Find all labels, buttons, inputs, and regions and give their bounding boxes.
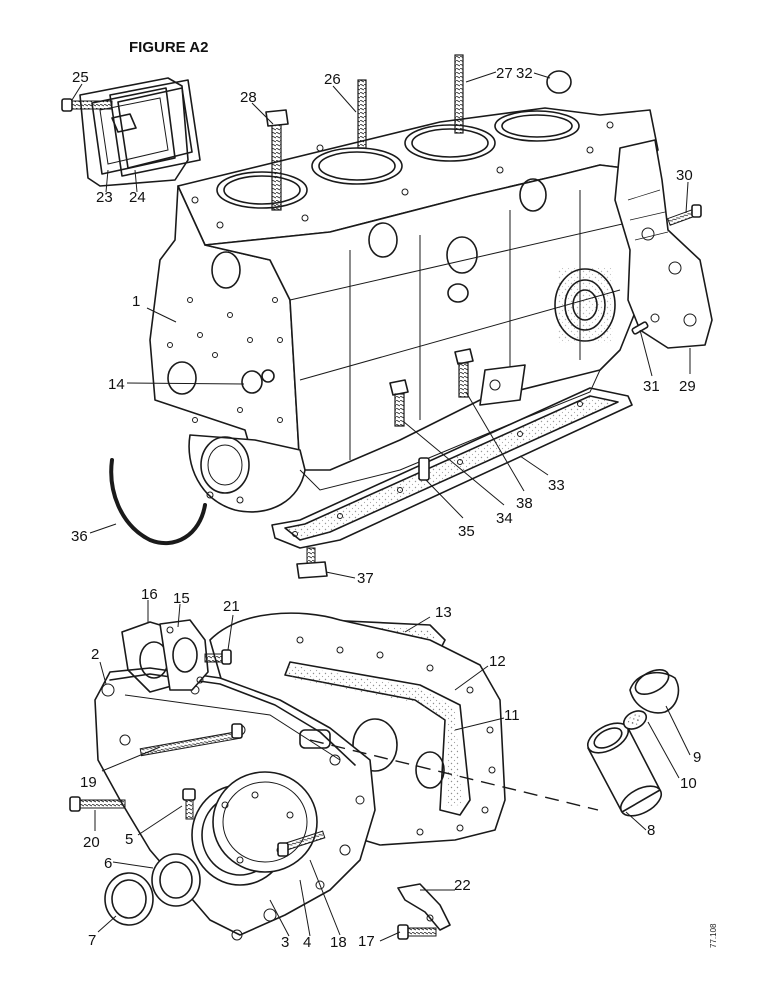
callout-12: 12 [489, 653, 506, 670]
rear-seal-strip [109, 458, 207, 546]
callout-20: 20 [83, 834, 100, 851]
bracket-bolt [397, 924, 437, 940]
drawing-reference: 77.108 [709, 923, 718, 948]
callout-38: 38 [516, 495, 533, 512]
callout-37: 37 [357, 570, 374, 587]
sump-gasket [271, 387, 633, 549]
callout-17: 17 [358, 933, 375, 950]
callout-32: 32 [516, 65, 533, 82]
callout-36: 36 [71, 528, 88, 545]
tappet-cover-gasket [109, 79, 201, 177]
assembly-axis [309, 739, 599, 811]
head-stud-rear [454, 54, 464, 134]
flange-plate [159, 619, 209, 691]
callout-2: 2 [91, 646, 99, 663]
callout-10: 10 [680, 775, 697, 792]
figure-title: FIGURE A2 [129, 39, 208, 56]
callout-labels: 25 23 24 28 26 27 32 30 1 14 31 29 33 34… [71, 65, 701, 951]
leader-lines [71, 71, 691, 942]
callout-18: 18 [330, 934, 347, 951]
callout-6: 6 [104, 855, 112, 872]
flange-bolt [204, 649, 232, 665]
tappet-cover-bolt [61, 98, 113, 112]
filler-cap [629, 668, 680, 714]
callout-13: 13 [435, 604, 452, 621]
callout-22: 22 [454, 877, 471, 894]
callout-14: 14 [108, 376, 125, 393]
callout-19: 19 [80, 774, 97, 791]
callout-7: 7 [88, 932, 96, 949]
callout-16: 16 [141, 586, 158, 603]
callout-11: 11 [504, 707, 520, 724]
main-bearing-bolt-rear [454, 348, 474, 398]
seal-retainer-ring [104, 872, 154, 926]
timing-pointer-bracket [397, 883, 451, 931]
callout-15: 15 [173, 590, 190, 607]
callout-34: 34 [496, 510, 513, 527]
filler-filter [622, 710, 648, 730]
callout-27: 27 [496, 65, 513, 82]
oil-filler-tube [586, 722, 663, 817]
callout-29: 29 [679, 378, 696, 395]
callout-33: 33 [548, 477, 565, 494]
cover-bolt [182, 788, 196, 820]
dowel-pin [631, 321, 649, 335]
long-cover-bolt [139, 723, 243, 757]
callout-26: 26 [324, 71, 341, 88]
callout-35: 35 [458, 523, 475, 540]
callout-3: 3 [281, 934, 289, 951]
lower-cover-bolt [69, 796, 126, 812]
callout-5: 5 [125, 831, 133, 848]
callout-24: 24 [129, 189, 146, 206]
callout-28: 28 [240, 89, 257, 106]
callout-21: 21 [223, 598, 240, 615]
pulley-bolt [277, 830, 326, 857]
callout-8: 8 [647, 822, 655, 839]
main-bearing-bolt [389, 379, 409, 427]
head-stud-short [357, 79, 367, 149]
tappet-cover [79, 77, 189, 187]
dowel [418, 457, 430, 481]
callout-1: 1 [132, 293, 140, 310]
sealing-plug [546, 70, 572, 94]
callout-9: 9 [693, 749, 701, 766]
rear-plate [614, 139, 713, 349]
cylinder-block [149, 107, 659, 513]
drain-plug [296, 547, 328, 579]
callout-30: 30 [676, 167, 693, 184]
oil-seal [151, 853, 201, 907]
callout-23: 23 [96, 189, 113, 206]
rear-plate-bolt [667, 204, 702, 226]
callout-25: 25 [72, 69, 89, 86]
callout-4: 4 [303, 934, 311, 951]
callout-31: 31 [643, 378, 660, 395]
